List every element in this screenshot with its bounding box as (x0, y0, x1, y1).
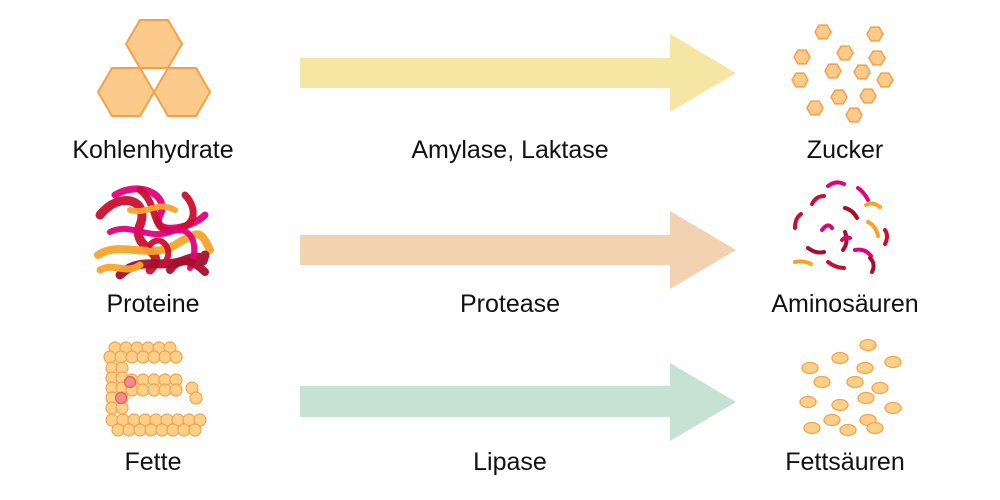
sugar-molecule (814, 24, 832, 40)
fatty-acid-droplet (866, 421, 884, 435)
fat-bead (147, 350, 161, 364)
folded-protein-icon (94, 185, 214, 280)
label-lipase: Lipase (473, 448, 547, 476)
sugar-molecule (866, 26, 884, 42)
sugar-molecule (853, 64, 871, 80)
arrow-lipase (300, 363, 736, 441)
sugar-molecule (824, 63, 842, 79)
fat-bead (147, 383, 161, 397)
fatty-acid-droplet (884, 401, 902, 415)
fatty-acid-droplet (813, 375, 831, 389)
carbohydrate-hexagons-icon (96, 19, 212, 117)
sugar-hexagons-icon (791, 24, 894, 123)
label-fettsaeuren: Fettsäuren (785, 448, 905, 476)
fat-bead (169, 383, 183, 397)
label-aminosaeuren: Aminosäuren (771, 290, 919, 318)
fat-bead (136, 383, 150, 397)
arrow-protease (300, 211, 736, 289)
sugar-molecule (845, 107, 863, 123)
fat-bead (125, 350, 139, 364)
fat-bead (177, 423, 191, 437)
fat-bead (188, 423, 202, 437)
fat-bead (111, 423, 125, 437)
sugar-molecule (859, 88, 877, 104)
fatty-acid-droplets-icon (799, 338, 902, 437)
label-proteine: Proteine (106, 290, 200, 318)
label-fette: Fette (124, 448, 182, 476)
arrow-amylase (300, 34, 736, 112)
sugar-molecule (806, 100, 824, 116)
fatty-acid-droplet (859, 338, 877, 352)
sugar-molecule (830, 89, 848, 105)
sugar-molecule (836, 45, 854, 61)
fat-bead (136, 350, 150, 364)
fatty-acid-droplet (801, 361, 819, 375)
label-kohlenhydrate: Kohlenhydrate (72, 136, 234, 164)
fat-bead (133, 423, 147, 437)
fat-bead (158, 383, 172, 397)
sugar-molecule (791, 72, 809, 88)
fatty-acid-droplet (884, 355, 902, 369)
label-protease: Protease (459, 290, 561, 318)
fat-chain-icon (103, 341, 207, 437)
label-zucker: Zucker (806, 136, 884, 164)
fatty-acid-droplet (831, 398, 849, 412)
fatty-acid-droplet (839, 423, 857, 437)
fat-bead (155, 423, 169, 437)
fatty-acid-droplet (831, 351, 849, 365)
fat-bead (189, 391, 203, 405)
fat-bead (122, 423, 136, 437)
amino-acid-fragments-icon (793, 180, 889, 274)
fat-bead (158, 350, 172, 364)
fat-bead (169, 350, 183, 364)
fatty-acid-droplet (799, 395, 817, 409)
sugar-molecule (868, 50, 886, 66)
fatty-acid-droplet (823, 413, 841, 427)
fatty-acid-droplet (857, 391, 875, 405)
fat-bead (114, 350, 128, 364)
fatty-acid-droplet (856, 361, 874, 375)
fat-bead (103, 350, 117, 364)
fat-bead (144, 423, 158, 437)
label-amylase-laktase: Amylase, Laktase (411, 136, 609, 164)
sugar-molecule (793, 49, 811, 65)
fatty-acid-droplet (803, 421, 821, 435)
fatty-acid-droplet (871, 381, 889, 395)
fatty-acid-droplet (846, 375, 864, 389)
fat-bead (166, 423, 180, 437)
sugar-molecule (876, 72, 894, 88)
